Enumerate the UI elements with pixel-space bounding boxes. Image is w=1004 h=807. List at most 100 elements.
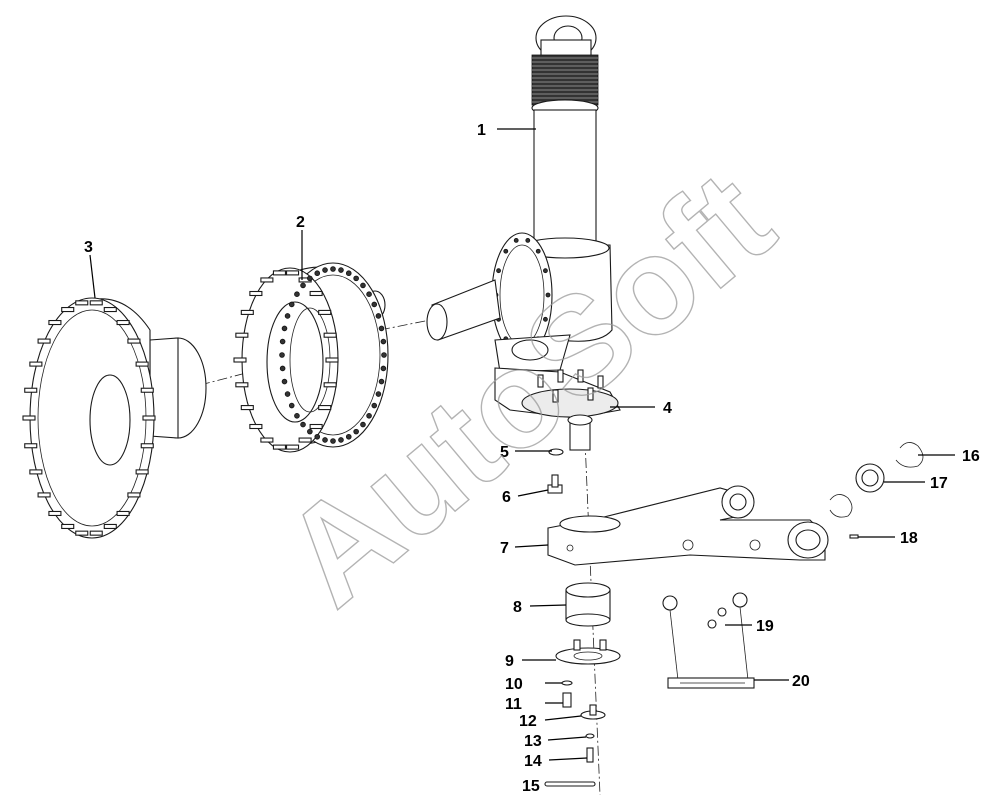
wheel-stud <box>116 510 130 517</box>
part-1-strut <box>426 15 613 373</box>
gear-tooth <box>294 291 300 297</box>
housing-stud <box>285 444 300 450</box>
flange-hole <box>525 238 531 243</box>
callout-12: 12 <box>519 713 537 730</box>
part-4-flange-plate <box>494 367 621 451</box>
gear-tooth <box>281 325 288 332</box>
housing-stud <box>323 382 337 388</box>
housing-stud <box>318 309 332 315</box>
part-16-snap-ring <box>895 442 924 468</box>
housing-stud <box>285 270 300 276</box>
wheel-stud <box>140 443 154 449</box>
gear-tooth <box>360 282 366 289</box>
wheel-stud <box>22 415 36 421</box>
part-13-ring <box>585 733 595 739</box>
callout-20: 20 <box>792 673 810 690</box>
gear-tooth <box>353 428 359 435</box>
plate-pin <box>557 369 564 383</box>
callout-9: 9 <box>505 653 514 670</box>
wheel-stud <box>127 492 141 498</box>
wheel-stud <box>61 306 75 313</box>
gear-tooth <box>300 421 306 428</box>
callout-1: 1 <box>477 122 486 139</box>
wheel-stud <box>140 387 154 393</box>
gear-tooth <box>375 313 382 319</box>
part-14-screw <box>586 747 594 763</box>
gear-tooth <box>322 437 328 443</box>
callout-10: 10 <box>505 676 523 693</box>
callout-15: 15 <box>522 778 540 795</box>
gear-tooth <box>279 352 285 358</box>
callout-3: 3 <box>84 239 93 256</box>
housing-stud <box>240 309 254 315</box>
housing-stud <box>309 290 323 297</box>
callout-19: 19 <box>756 618 774 635</box>
gear-tooth <box>281 378 288 385</box>
part-6-bolt <box>547 474 563 494</box>
wheel-stud <box>29 469 43 475</box>
part-5-washer <box>548 448 564 456</box>
gear-tooth <box>288 402 295 409</box>
housing-stud <box>249 290 263 297</box>
housing-stud <box>235 382 249 388</box>
housing-stud <box>298 437 312 443</box>
part-12-cap <box>580 704 606 720</box>
callout-16: 16 <box>962 448 980 465</box>
gear-tooth <box>322 267 328 273</box>
callout-5: 5 <box>500 444 509 461</box>
plate-pin <box>552 389 559 403</box>
gear-tooth <box>288 301 295 308</box>
housing-stud <box>235 332 249 338</box>
part-7-control-arm <box>547 485 829 566</box>
housing-stud <box>233 357 247 363</box>
housing-stud <box>260 277 274 283</box>
gear-tooth <box>314 433 321 440</box>
wheel-stud <box>29 361 43 367</box>
part-20-link-rod <box>662 592 755 689</box>
plate-pin <box>577 369 584 383</box>
flange-hole <box>543 316 548 322</box>
housing-stud <box>323 332 337 338</box>
gear-tooth <box>381 352 387 358</box>
gear-tooth <box>300 282 306 289</box>
wheel-stud <box>75 530 89 536</box>
gear-tooth <box>338 437 344 443</box>
wheel-stud <box>103 523 117 530</box>
gear-tooth <box>284 313 291 319</box>
wheel-stud <box>116 319 130 326</box>
part-19-nut <box>707 607 727 629</box>
housing-stud <box>272 444 287 450</box>
gear-tooth <box>366 291 372 297</box>
wheel-stud <box>103 306 117 313</box>
housing-stud <box>260 437 274 443</box>
gear-tooth <box>284 391 291 397</box>
flange-hole <box>503 248 509 254</box>
callout-4: 4 <box>663 400 672 417</box>
gear-tooth <box>360 421 366 428</box>
gear-tooth <box>380 338 387 345</box>
callout-18: 18 <box>900 530 918 547</box>
gear-tooth <box>345 270 352 277</box>
part-3-hub-drum <box>22 297 207 539</box>
part-8-bushing <box>565 582 611 627</box>
housing-stud <box>309 423 323 430</box>
wheel-stud <box>135 361 149 367</box>
part-9-lower-plate <box>555 639 621 665</box>
wheel-stud <box>37 492 51 498</box>
flange-hole <box>535 248 541 254</box>
wheel-stud <box>48 510 62 517</box>
part-10-washer <box>561 680 573 686</box>
gear-tooth <box>307 428 313 435</box>
plate-pin <box>537 374 544 388</box>
wheel-stud <box>37 338 51 344</box>
flange-hole <box>543 268 548 274</box>
gear-tooth <box>378 378 385 385</box>
gear-tooth <box>314 270 321 277</box>
flange-hole <box>545 292 551 298</box>
gear-tooth <box>371 301 378 308</box>
gear-tooth <box>371 402 378 409</box>
gear-tooth <box>380 365 387 372</box>
wheel-stud <box>89 530 103 536</box>
part-18-grease-fitting <box>849 534 859 539</box>
